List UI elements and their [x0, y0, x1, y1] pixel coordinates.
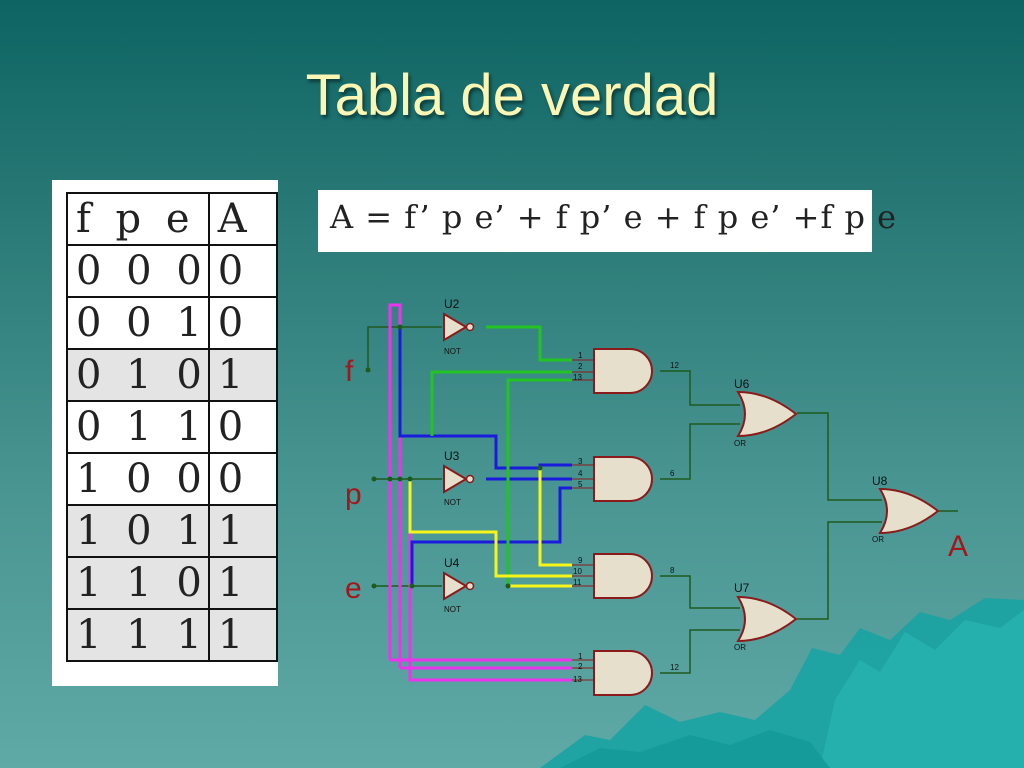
- node-dot: [371, 583, 377, 589]
- or-gate-u6: U6 OR: [734, 377, 797, 448]
- pin-label: 4: [578, 469, 583, 478]
- gate-type: NOT: [444, 347, 461, 356]
- pin-label: 1: [578, 652, 583, 661]
- table-row: 1 0 1 1: [66, 504, 279, 558]
- pin-label: 12: [670, 663, 679, 672]
- or-gate-u8: U8 OR: [872, 474, 939, 544]
- truth-table: f p e A 0 0 0 0 0 0 1 0 0 1 0 1 0 1 1 0 …: [66, 192, 279, 662]
- input-label-p: p: [345, 478, 362, 511]
- green-wires: [430, 325, 572, 586]
- table-row: 0 0 0 0: [66, 244, 279, 298]
- row-inputs: 0 1 0: [66, 348, 210, 402]
- not-gate-u3: U3 NOT: [443, 449, 475, 507]
- gate-ref: U8: [872, 474, 888, 488]
- gate-ref: U7: [734, 581, 750, 595]
- node-dot: [365, 367, 371, 373]
- yellow-wires: [408, 468, 572, 588]
- input-label-e: e: [345, 572, 362, 605]
- pin-label: 1: [578, 351, 583, 360]
- input-label-f: f: [345, 355, 354, 388]
- gate-ref: U4: [444, 556, 460, 570]
- pin-label: 11: [573, 578, 582, 587]
- row-output: 1: [207, 556, 279, 610]
- pin-label: 12: [670, 361, 679, 370]
- gate-type: OR: [734, 439, 746, 448]
- node-dot: [371, 476, 377, 482]
- gate-ref: U2: [444, 297, 460, 311]
- row-inputs: 1 1 1: [66, 608, 210, 662]
- pin-label: 8: [670, 566, 675, 575]
- row-output: 0: [207, 296, 279, 350]
- table-row: 1 1 1 1: [66, 608, 279, 662]
- and-gate-4: 1 2 13 12: [573, 650, 679, 696]
- not-gate-u2: U2 NOT: [443, 297, 475, 356]
- table-row: 1 1 0 1: [66, 556, 279, 610]
- gate-ref: U3: [444, 449, 460, 463]
- blue-wires: [398, 327, 572, 586]
- and-gate-3: 9 10 11 8: [573, 553, 675, 599]
- output-label-a: A: [948, 530, 968, 563]
- row-output: 0: [207, 400, 279, 454]
- and-gate-1: 1 2 13 12: [573, 348, 679, 394]
- pin-label: 6: [670, 469, 675, 478]
- pin-label: 2: [578, 662, 583, 671]
- pin-label: 10: [573, 567, 582, 576]
- boolean-formula: A = f’ p e’ + f p’ e + f p e’ +f p e: [330, 198, 898, 236]
- pin-label: 9: [578, 556, 583, 565]
- gate-type: NOT: [444, 605, 461, 614]
- gate-output-wires: [660, 370, 958, 674]
- pin-label: 13: [573, 373, 582, 382]
- row-inputs: 1 0 1: [66, 504, 210, 558]
- pin-label: 13: [573, 675, 582, 684]
- junction-dots: [387, 324, 543, 589]
- row-output: 1: [207, 348, 279, 402]
- row-output: 0: [207, 244, 279, 298]
- not-gate-u4: U4 NOT: [443, 556, 475, 614]
- truth-table-header: f p e A: [66, 192, 279, 246]
- table-row: 0 1 1 0: [66, 400, 279, 454]
- slide-title: Tabla de verdad: [305, 63, 719, 128]
- header-inputs: f p e: [66, 192, 210, 246]
- row-output: 1: [207, 504, 279, 558]
- gate-type: OR: [872, 535, 884, 544]
- or-gate-u7: U7 OR: [734, 581, 797, 652]
- magenta-wires: [388, 303, 572, 682]
- gate-type: OR: [734, 643, 746, 652]
- formula-panel: A = f’ p e’ + f p’ e + f p e’ +f p e: [318, 190, 896, 252]
- row-output: 1: [207, 608, 279, 662]
- table-row: 0 0 1 0: [66, 296, 279, 350]
- table-row: 0 1 0 1: [66, 348, 279, 402]
- pin-label: 5: [578, 480, 583, 489]
- pin-stubs: [572, 359, 594, 681]
- pin-label: 2: [578, 362, 583, 371]
- input-wires: [367, 326, 442, 587]
- row-inputs: 1 1 0: [66, 556, 210, 610]
- table-row: 1 0 0 0: [66, 452, 279, 506]
- row-inputs: 0 0 1: [66, 296, 210, 350]
- pin-label: 3: [578, 457, 583, 466]
- gate-type: NOT: [444, 498, 461, 507]
- header-output: A: [207, 192, 279, 246]
- row-inputs: 1 0 0: [66, 452, 210, 506]
- row-inputs: 0 1 1: [66, 400, 210, 454]
- gate-ref: U6: [734, 377, 750, 391]
- row-inputs: 0 0 0: [66, 244, 210, 298]
- truth-table-panel: f p e A 0 0 0 0 0 0 1 0 0 1 0 1 0 1 1 0 …: [52, 180, 279, 686]
- and-gate-2: 3 4 5 6: [578, 456, 675, 502]
- row-output: 0: [207, 452, 279, 506]
